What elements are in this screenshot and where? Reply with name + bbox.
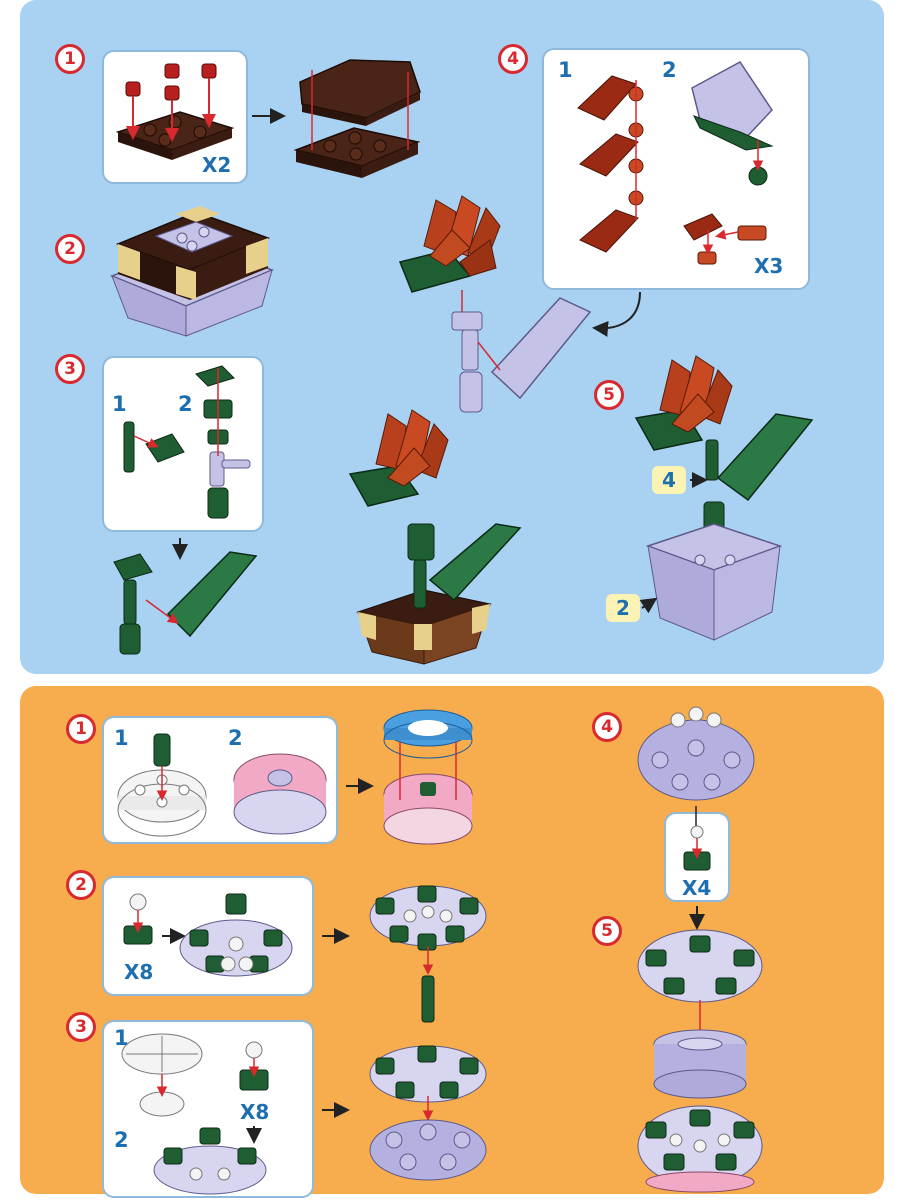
bottom-step1-result-art [383, 709, 473, 845]
top-step1-result-art [293, 59, 421, 178]
top-step5-flower-art [634, 355, 814, 641]
bottom-step5-stack-art [637, 929, 763, 1193]
bottom-step1-sub2-label: 2 [228, 726, 243, 750]
bottom-step2-multiplier: X8 [124, 960, 154, 984]
bottom-step4-multiplier: X4 [682, 876, 712, 900]
bottom-step1-parts-art [117, 733, 327, 837]
top-step4-curved-arrow [592, 291, 641, 337]
top-step4-petals-art [577, 61, 774, 265]
top-step-2-badge: 2 [55, 234, 85, 264]
top-step5-callout-4: 4 [652, 466, 686, 494]
top-step-5-badge: 5 [594, 380, 624, 410]
top-step3-result-art [113, 551, 258, 655]
top-step-1-badge: 1 [55, 44, 85, 74]
top-step3-sub2-label: 2 [178, 392, 193, 416]
top-step5-callout-2: 2 [606, 594, 640, 622]
top-step4-box [542, 48, 810, 290]
bottom-step1-sub1-label: 1 [114, 726, 129, 750]
bottom-step-3-badge: 3 [66, 1012, 96, 1042]
bottom-step3-parts-art [121, 1033, 269, 1195]
bottom-step3-sub2-label: 2 [114, 1128, 129, 1152]
top-step1-multiplier: X2 [202, 153, 232, 177]
top-step4-sub1-label: 1 [558, 58, 573, 82]
top-step-4-badge: 4 [498, 44, 528, 74]
bottom-step3-result-art [369, 1045, 487, 1181]
bottom-step3-sub1-label: 1 [114, 1026, 129, 1050]
bottom-step-2-badge: 2 [66, 870, 96, 900]
bottom-step-5-badge: 5 [592, 916, 622, 946]
bottom-step2-parts-art [123, 893, 293, 977]
top-step3-sub1-label: 1 [112, 392, 127, 416]
top-step4-multiplier: X3 [754, 254, 784, 278]
top-step1-brown-plate-art [115, 63, 235, 160]
top-step2-pot-art [109, 206, 275, 337]
top-step4-sub2-label: 2 [662, 58, 677, 82]
top-finished-flower-art [348, 409, 522, 665]
top-flower-head-art [398, 195, 592, 413]
bottom-step-4-badge: 4 [592, 712, 622, 742]
top-step3-stem-art [123, 365, 251, 519]
bottom-step-1-badge: 1 [66, 714, 96, 744]
bottom-step3-multiplier: X8 [240, 1100, 270, 1124]
top-step-3-badge: 3 [55, 354, 85, 384]
bottom-step4-dome-art [637, 706, 755, 871]
bottom-step2-result-art [369, 885, 487, 1023]
